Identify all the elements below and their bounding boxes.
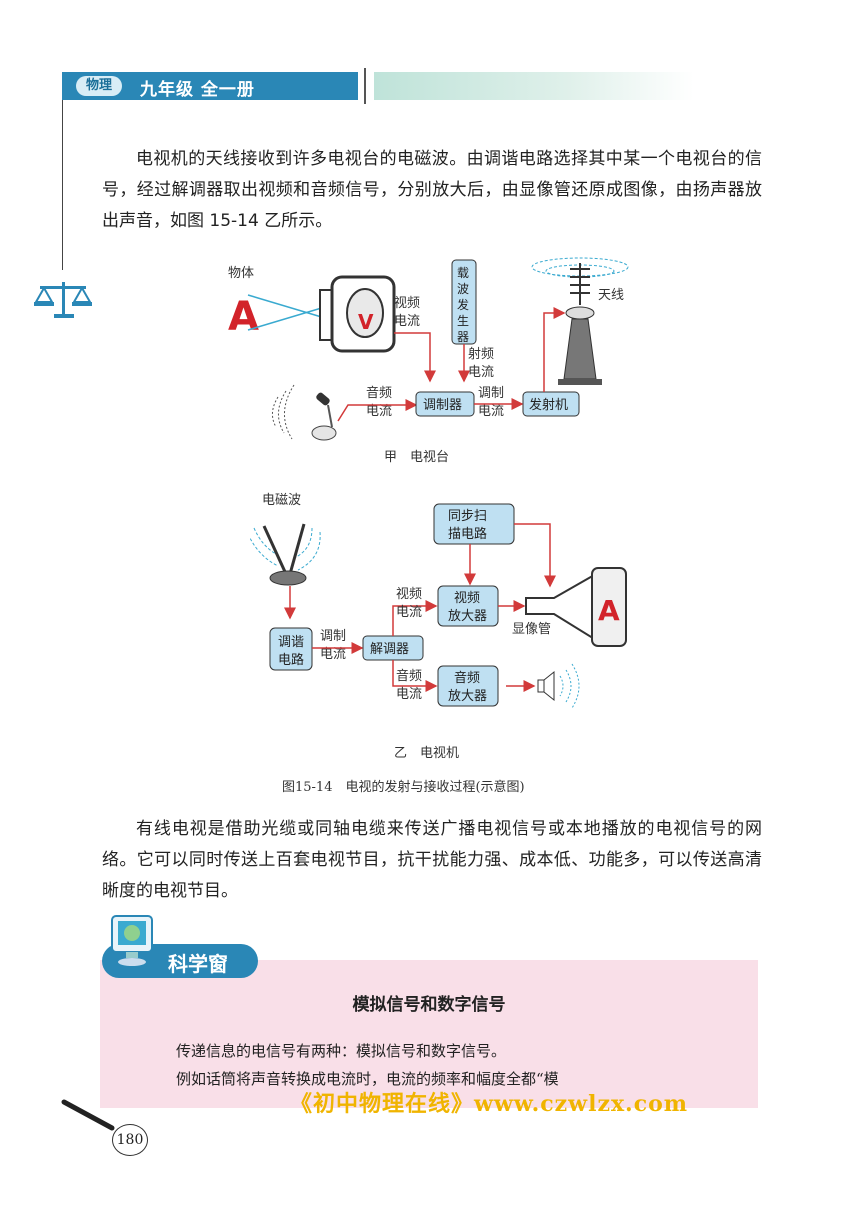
header-title: 九年级 全一册 xyxy=(140,80,255,100)
diagram-tv-station: 物体 A V 视频 电流 载 波 发 生 器 射频 电流 音频 电流 调制器 调… xyxy=(228,257,629,441)
rf-current-1: 射频 xyxy=(468,346,494,362)
video-current-a-2: 电流 xyxy=(394,314,420,329)
science-window-box xyxy=(100,960,758,1108)
antenna-tower-icon xyxy=(531,257,629,385)
audio-current-a-1: 音频 xyxy=(366,385,392,401)
audio-current-b-2: 电流 xyxy=(396,687,422,702)
audio-amp-label-2: 放大器 xyxy=(448,689,487,704)
demodulator-label: 解调器 xyxy=(370,642,409,657)
microphone-icon xyxy=(272,384,337,441)
subject-badge: 物理 xyxy=(76,76,122,96)
em-wave-label: 电磁波 xyxy=(262,493,301,508)
carrier-char-3: 发 xyxy=(457,297,469,312)
tv-antenna-icon xyxy=(250,523,321,586)
watermark: 《初中物理在线》www.czwlzx.com xyxy=(290,1091,689,1117)
antenna-label: 天线 xyxy=(598,288,624,303)
balance-scale-icon xyxy=(34,282,92,318)
screen-letter-a: A xyxy=(598,594,620,627)
monitor-icon xyxy=(111,915,153,966)
paragraph-2: 有线电视是借助光缆或同轴电缆来传送广播电视信号或本地播放的电视信号的网络。它可以… xyxy=(102,814,762,907)
carrier-char-4: 生 xyxy=(457,314,469,328)
tuner-box xyxy=(269,627,313,671)
video-current-b-1: 视频 xyxy=(396,587,422,602)
modulated-current-a-2: 电流 xyxy=(478,404,504,419)
video-current-b-2: 电流 xyxy=(396,605,422,620)
sync-scan-label-2: 描电路 xyxy=(448,526,487,542)
transmitter-box xyxy=(522,391,580,417)
svg-text:V: V xyxy=(358,310,374,334)
transmitter-label: 发射机 xyxy=(529,397,568,413)
sync-scan-label-1: 同步扫 xyxy=(448,509,487,524)
video-amp-label-1: 视频 xyxy=(454,591,480,606)
object-letter-a: A xyxy=(228,294,259,340)
tuner-label-2: 电路 xyxy=(278,652,304,668)
audio-current-b-1: 音频 xyxy=(396,668,422,684)
audio-current-a-2: 电流 xyxy=(366,404,392,419)
header-gradient xyxy=(374,72,694,100)
modulator-label: 调制器 xyxy=(423,398,462,413)
figure-caption: 图15-14 电视的发射与接收过程(示意图) xyxy=(282,780,525,795)
modulated-current-a-1: 调制 xyxy=(478,386,504,401)
diagram-tv-receiver: 电磁波 调谐 电路 调制 电流 解调器 视频 电流 视频 放大器 同步扫 描电路… xyxy=(250,493,627,709)
header-separator xyxy=(364,68,366,104)
caption-station: 甲 电视台 xyxy=(384,450,450,465)
carrier-char-5: 器 xyxy=(457,330,469,344)
carrier-char-2: 波 xyxy=(457,282,469,296)
audio-amp-box xyxy=(437,665,499,707)
rf-current-2: 电流 xyxy=(468,365,494,380)
video-current-a-1: 视频 xyxy=(394,296,420,311)
paragraph-2-text: 有线电视是借助光缆或同轴电缆来传送广播电视信号或本地播放的电视信号的网络。它可以… xyxy=(102,819,762,901)
science-window-tab-label: 科学窗 xyxy=(168,952,228,976)
speaker-icon xyxy=(537,663,580,709)
object-label: 物体 xyxy=(228,266,254,281)
paragraph-1: 电视机的天线接收到许多电视台的电磁波。由调谐电路选择其中某一个电视台的信号，经过… xyxy=(102,144,762,237)
carrier-char-1: 载 xyxy=(457,266,469,280)
magnifier-icon xyxy=(61,1099,115,1131)
tuner-label-1: 调谐 xyxy=(278,635,304,650)
caption-receiver: 乙 电视机 xyxy=(394,746,460,761)
video-amp-label-2: 放大器 xyxy=(448,609,487,624)
camera-icon: V xyxy=(319,275,396,353)
picture-tube-label: 显像管 xyxy=(512,622,551,637)
audio-amp-label-1: 音频 xyxy=(454,670,480,686)
page-number: 180 xyxy=(112,1124,148,1156)
modulated-current-b-1: 调制 xyxy=(320,629,346,644)
modulated-current-b-2: 电流 xyxy=(320,647,346,662)
paragraph-1-text: 电视机的天线接收到许多电视台的电磁波。由调谐电路选择其中某一个电视台的信号，经过… xyxy=(102,149,762,231)
science-window-line-2: 例如话筒将声音转换成电流时，电流的频率和幅度全都“模 xyxy=(176,1070,559,1088)
picture-tube-icon: A xyxy=(525,567,627,647)
margin-line xyxy=(62,100,63,270)
science-window-line-1: 传递信息的电信号有两种：模拟信号和数字信号。 xyxy=(176,1042,507,1060)
science-window-title: 模拟信号和数字信号 xyxy=(352,995,506,1015)
